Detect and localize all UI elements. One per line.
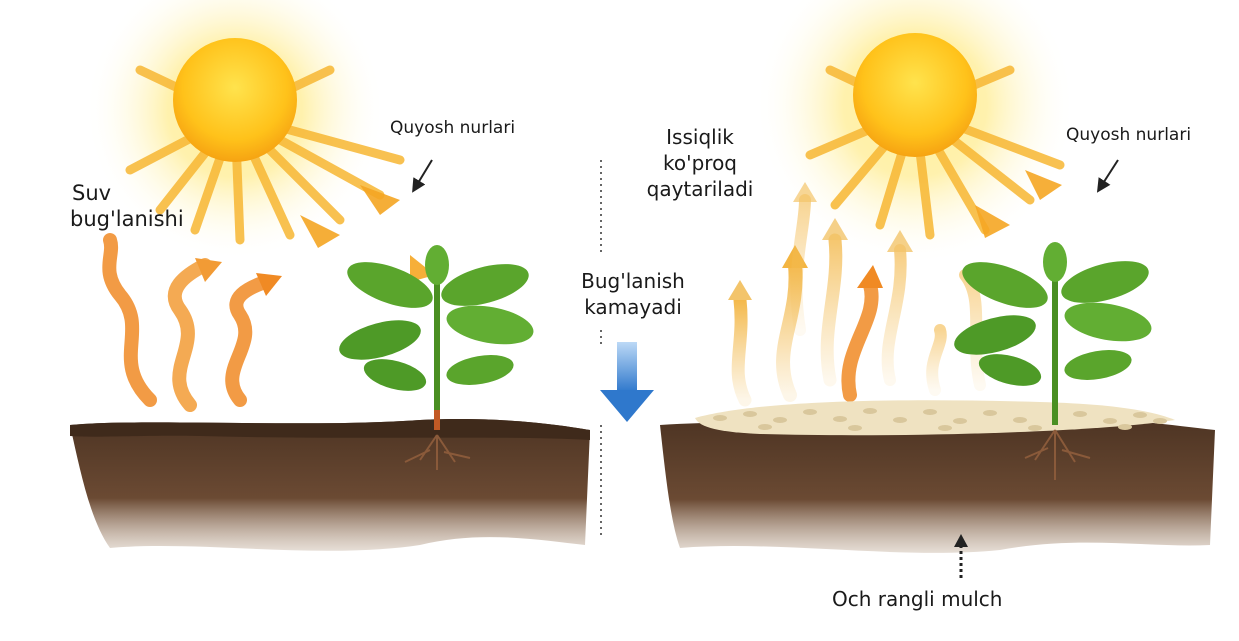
mulch-label: Och rangli mulch xyxy=(832,586,1002,612)
left-sun-rays-label: Quyosh nurlari xyxy=(390,118,515,138)
left-sun xyxy=(85,0,435,282)
down-arrow-icon xyxy=(600,342,654,422)
reduced-evaporation-line-2: kamayadi xyxy=(558,294,708,320)
right-soil xyxy=(660,419,1215,553)
heat-reflected-line-3: qaytariladi xyxy=(620,176,780,202)
heat-reflected-label: Issiqlik ko'proq qaytariladi xyxy=(620,124,780,202)
left-soil xyxy=(70,419,590,551)
reduced-evaporation-line-1: Bug'lanish xyxy=(558,268,708,294)
evaporation-label-line-2: bug'lanishi xyxy=(70,206,184,232)
heat-reflected-line-2: ko'proq xyxy=(620,150,780,176)
evaporation-label-line-1: Suv xyxy=(70,180,184,206)
reduced-evaporation-label: Bug'lanish kamayadi xyxy=(558,268,708,320)
evaporation-label: Suv bug'lanishi xyxy=(70,180,184,232)
right-sun-rays-pointer xyxy=(1100,160,1118,188)
heat-reflected-line-1: Issiqlik xyxy=(620,124,780,150)
left-evaporation-arrows xyxy=(109,240,282,405)
left-sun-rays-pointer xyxy=(415,160,432,188)
right-sun-rays-label: Quyosh nurlari xyxy=(1066,125,1191,145)
